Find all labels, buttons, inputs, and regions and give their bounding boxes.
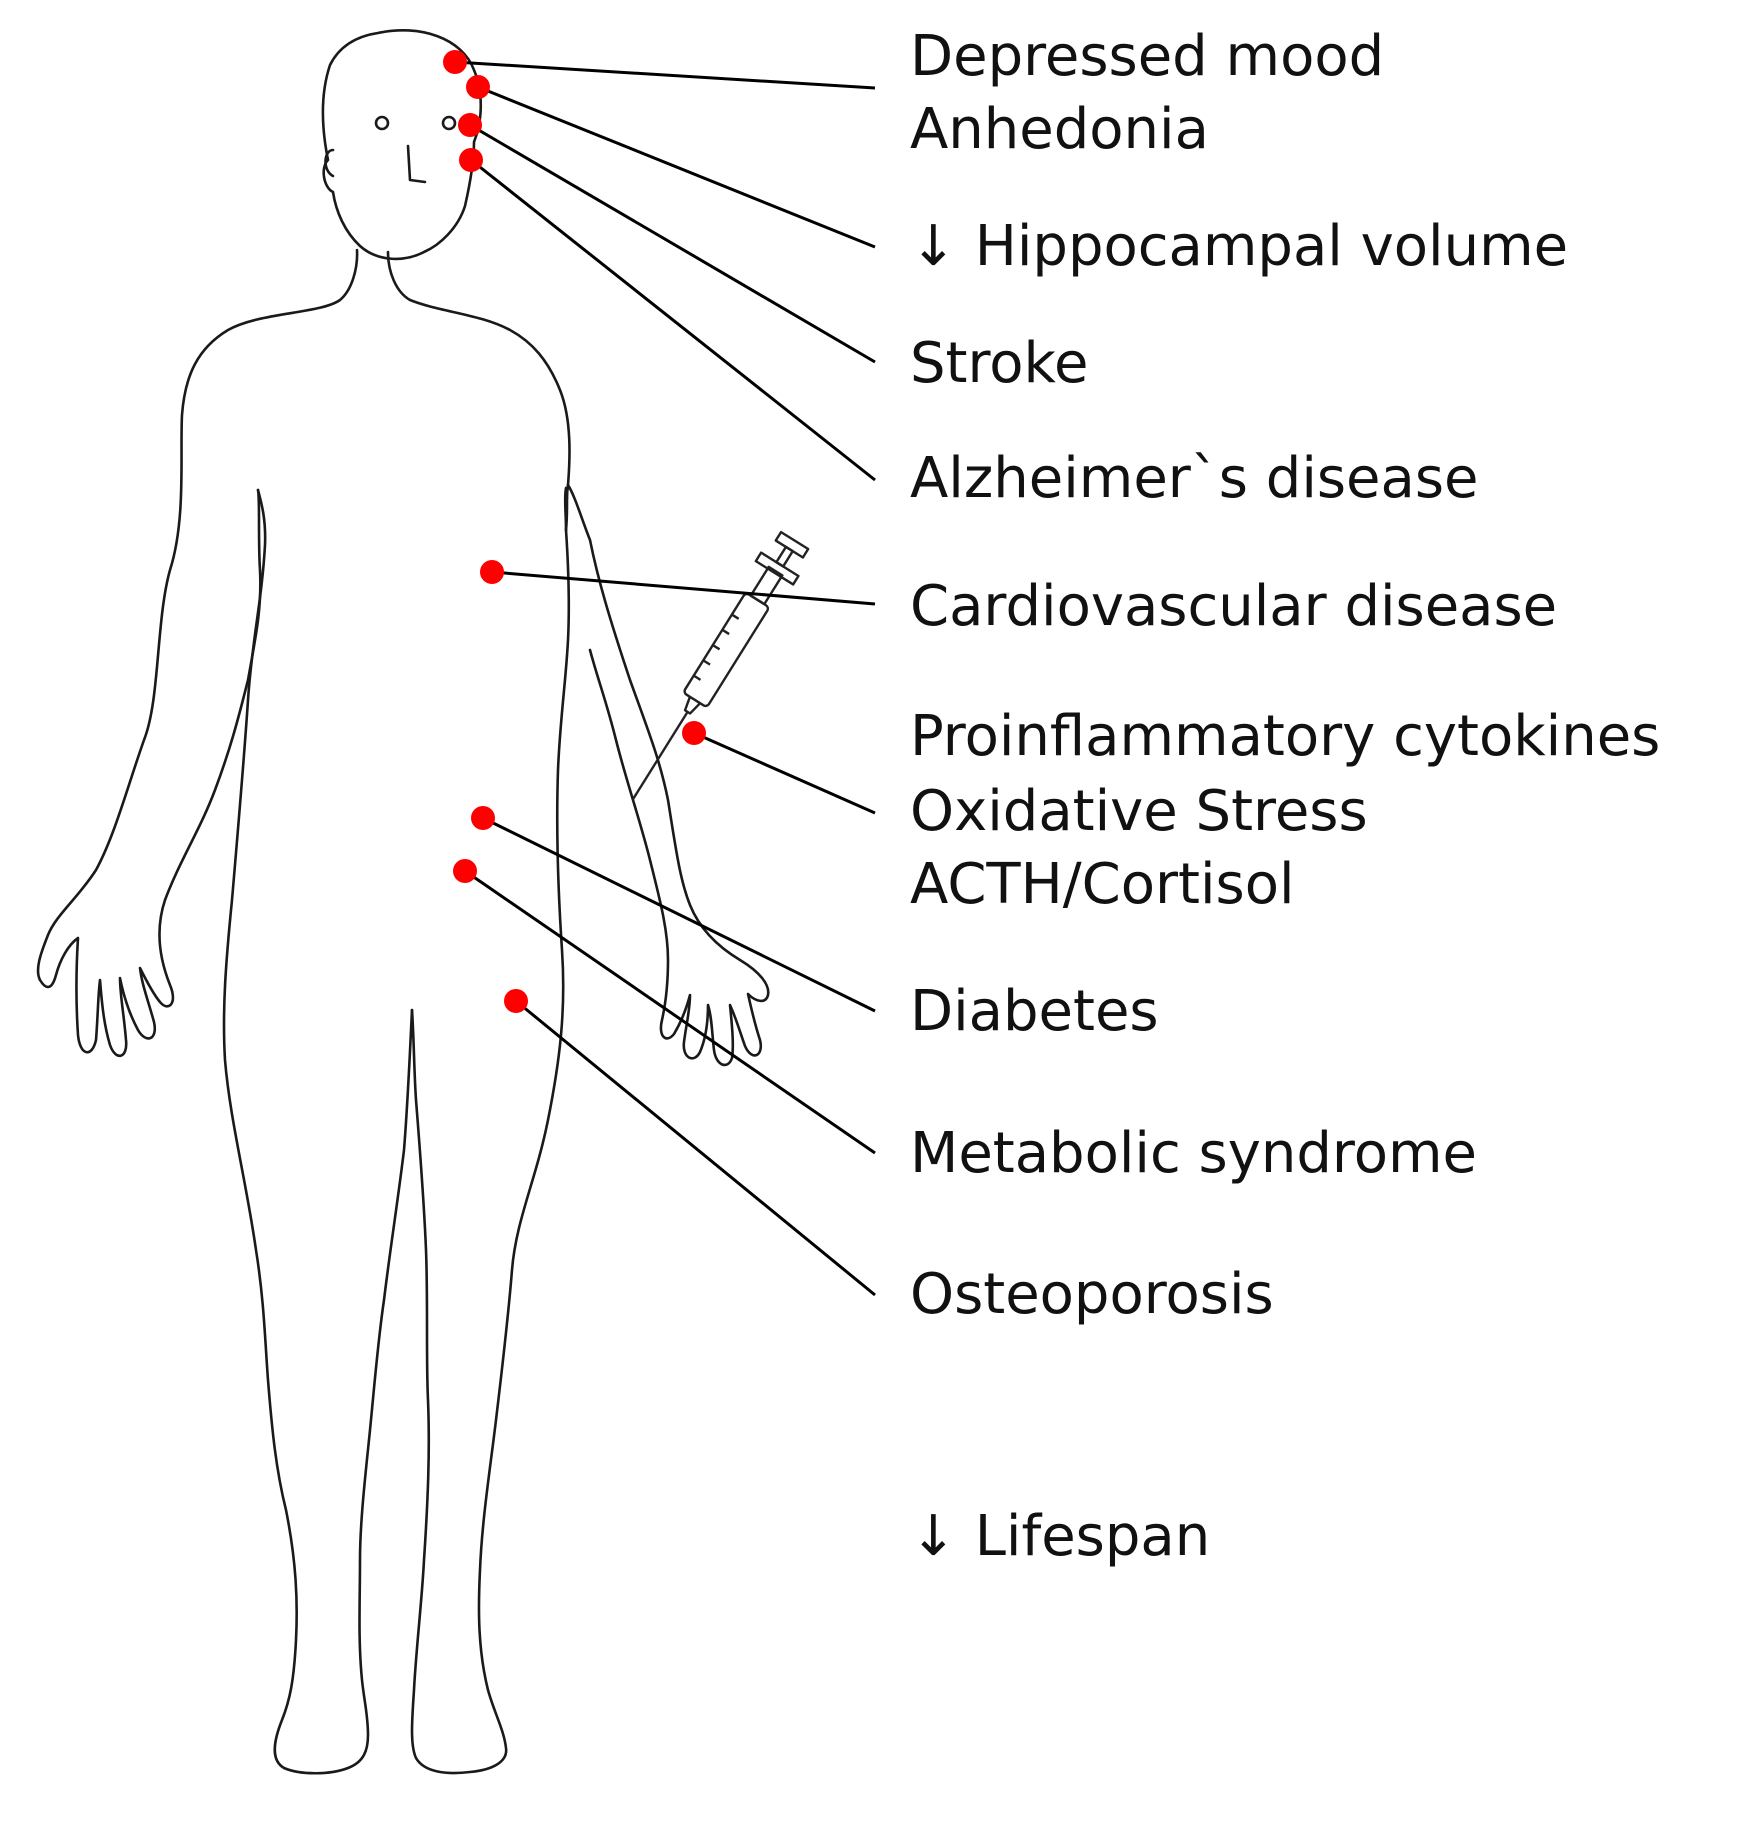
leader-depressed — [454, 60, 876, 90]
labels: Depressed mood Anhedonia ↓ Hippocampal v… — [910, 24, 1660, 1569]
marker-hippocampal — [466, 75, 490, 99]
label-cytokines: Proinflammatory cytokines — [910, 704, 1660, 769]
leader-osteoporosis — [515, 999, 876, 1297]
red-markers — [443, 50, 706, 1013]
label-hippocampal-volume: ↓ Hippocampal volume — [910, 214, 1568, 279]
syringe-icon — [631, 530, 810, 801]
marker-alzheimers — [459, 148, 483, 172]
label-diabetes: Diabetes — [910, 979, 1159, 1044]
label-alzheimers: Alzheimer`s disease — [910, 446, 1478, 511]
leader-lines — [454, 60, 876, 1297]
label-anhedonia: Anhedonia — [910, 97, 1209, 162]
label-acth-cortisol: ACTH/Cortisol — [910, 852, 1295, 917]
marker-diabetes — [471, 806, 495, 830]
label-cardiovascular: Cardiovascular disease — [910, 574, 1557, 639]
leader-cardiovascular — [491, 570, 876, 606]
marker-cardiovascular — [480, 560, 504, 584]
label-osteoporosis: Osteoporosis — [910, 1262, 1274, 1327]
leader-alzheimers — [470, 158, 876, 482]
label-stroke: Stroke — [910, 331, 1088, 396]
marker-depressed — [443, 50, 467, 74]
human-body-outline — [36, 29, 770, 1775]
label-metabolic-syndrome: Metabolic syndrome — [910, 1121, 1477, 1186]
label-oxidative-stress: Oxidative Stress — [910, 779, 1368, 844]
marker-metabolic — [453, 859, 477, 883]
leader-hippocampal — [477, 85, 876, 249]
leader-cytokines — [693, 731, 876, 815]
label-lifespan: ↓ Lifespan — [910, 1504, 1210, 1569]
marker-stroke — [458, 113, 482, 137]
leader-diabetes — [482, 816, 876, 1013]
leader-stroke — [469, 123, 876, 364]
leader-metabolic — [464, 869, 876, 1155]
label-depressed-mood: Depressed mood — [910, 24, 1384, 89]
marker-osteoporosis — [504, 989, 528, 1013]
marker-cytokines — [682, 721, 706, 745]
